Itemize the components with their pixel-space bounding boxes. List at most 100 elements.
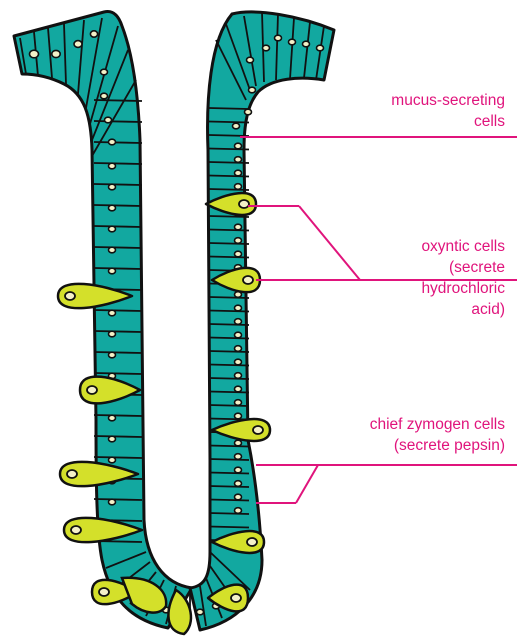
cell-divider [94,436,142,437]
cell-divider [94,268,142,269]
nucleus [303,41,310,47]
oxyntic-label-line-3: hydrochloric [421,278,505,299]
nucleus [109,331,116,337]
cell-divider [209,405,249,406]
cell-divider [94,457,142,458]
nucleus [87,386,97,394]
cell-divider [209,176,249,177]
nucleus [249,87,256,93]
nucleus [109,184,116,190]
nucleus [99,588,109,596]
oxyntic-leader-diagonal [299,206,360,280]
nucleus [235,238,242,244]
nucleus [109,310,116,316]
mucus-label-line-1: mucus-secreting [391,90,505,111]
chief-label: chief zymogen cells (secrete pepsin) [370,414,505,456]
oxyntic-label-line-4: acid) [421,299,505,320]
nucleus [235,386,242,392]
mucus-label-line-2: cells [391,111,505,132]
nucleus [109,226,116,232]
cell-divider [94,121,142,122]
nucleus [197,609,204,615]
cell-divider [209,297,249,298]
cell-divider [209,162,249,163]
cell-divider [209,486,249,487]
mucus-label: mucus-secreting cells [391,90,505,132]
nucleus [235,373,242,379]
nucleus [243,276,253,284]
cell-divider [209,338,249,339]
nucleus [231,594,241,602]
nucleus [247,57,254,63]
nucleus [235,494,242,500]
cell-divider [209,527,249,528]
nucleus [30,50,39,58]
nucleus [109,139,116,145]
nucleus [263,45,270,51]
nucleus [275,35,282,41]
nucleus [105,117,112,123]
nucleus [233,123,240,129]
nucleus [245,109,252,115]
cell-divider [94,247,142,248]
cell-divider [209,351,249,352]
nucleus [235,157,242,163]
nucleus [239,200,249,208]
cell-divider [94,205,142,206]
cell-divider [209,365,249,366]
nucleus [235,319,242,325]
nucleus [65,292,75,300]
chief-leader-diagonal [296,465,318,503]
nucleus [253,426,263,434]
cell-divider [209,500,249,501]
nucleus [235,346,242,352]
nucleus [101,93,108,99]
nucleus [109,436,116,442]
nucleus [235,143,242,149]
cell-divider [94,415,142,416]
nucleus [235,481,242,487]
nucleus [235,440,242,446]
nucleus [90,31,97,37]
nucleus [109,352,116,358]
nucleus [235,224,242,230]
cell-divider [94,373,142,374]
chief-label-line-1: chief zymogen cells [370,414,505,435]
nucleus [235,400,242,406]
nucleus [67,470,77,478]
nucleus [109,499,116,505]
cell-divider [94,163,142,164]
nucleus [317,45,324,51]
cell-divider [209,230,249,231]
cell-divider [209,122,249,123]
nucleus [235,454,242,460]
cell-divider [94,100,142,101]
cell-divider [209,513,249,514]
cell-divider [94,499,142,500]
cell-divider [94,331,142,332]
cell-divider [94,142,142,143]
nucleus [109,163,116,169]
nucleus [235,467,242,473]
nucleus [109,247,116,253]
nucleus [235,170,242,176]
cell-divider [209,257,249,258]
nucleus [235,413,242,419]
cell-divider [94,184,142,185]
nucleus [235,359,242,365]
cell-divider [209,473,249,474]
cell-divider [209,378,249,379]
nucleus [235,332,242,338]
nucleus [235,305,242,311]
nucleus [109,205,116,211]
nucleus [109,415,116,421]
nucleus [109,457,116,463]
oxyntic-label: oxyntic cells (secrete hydrochloric acid… [421,236,505,320]
cell-divider [94,226,142,227]
cell-divider [209,324,249,325]
cell-divider [209,243,249,244]
cell-divider [209,189,249,190]
cell-divider [209,149,249,150]
nucleus [235,184,242,190]
